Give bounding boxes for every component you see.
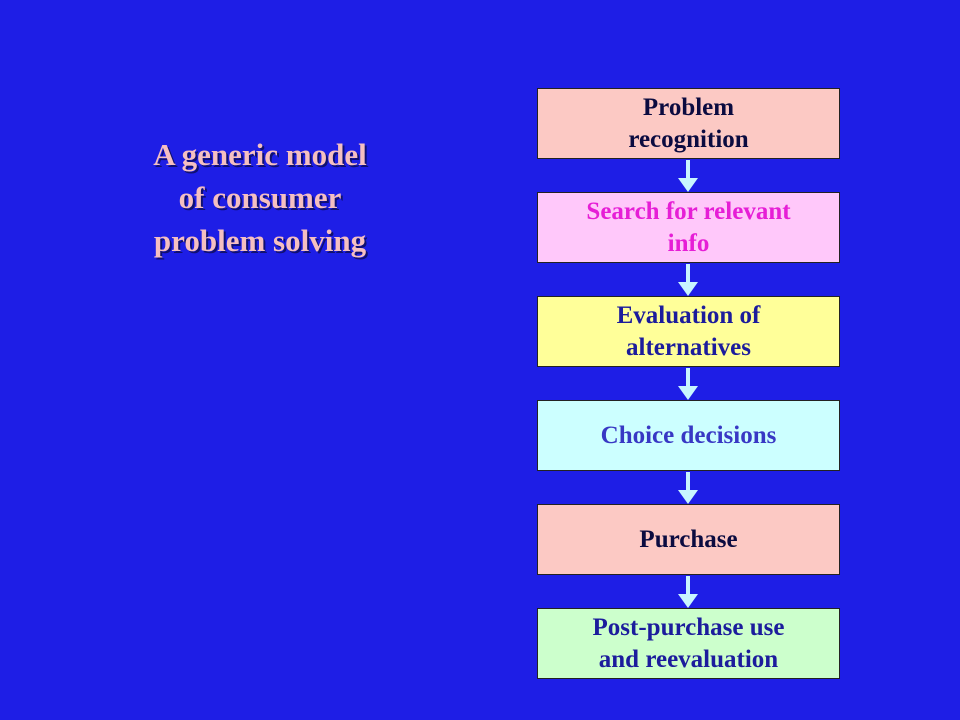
- arrow-head-icon: [678, 490, 698, 504]
- arrow-head-icon: [678, 594, 698, 608]
- arrow-head-icon: [678, 178, 698, 192]
- flow-arrow-4: [678, 472, 698, 504]
- title-line-1: A generic model: [153, 137, 367, 172]
- arrow-shaft: [686, 160, 690, 180]
- arrow-head-icon: [678, 386, 698, 400]
- step-problem-recognition: Problem recognition: [537, 88, 840, 159]
- step-label-line: and reevaluation: [598, 645, 779, 673]
- step-label-line: Purchase: [639, 525, 738, 553]
- arrow-head-icon: [678, 282, 698, 296]
- step-label-line: Search for relevant: [586, 197, 791, 225]
- step-evaluation-of-alternatives: Evaluation of alternatives: [537, 296, 840, 367]
- arrow-shaft: [686, 264, 690, 284]
- flow-arrow-3: [678, 368, 698, 400]
- step-post-purchase-use: Post-purchase use and reevaluation: [537, 608, 840, 679]
- step-search-for-info: Search for relevant info: [537, 192, 840, 263]
- step-label-line: info: [667, 229, 710, 257]
- arrow-shaft: [686, 576, 690, 596]
- flow-arrow-2: [678, 264, 698, 296]
- arrow-shaft: [686, 472, 690, 492]
- step-label-line: Evaluation of: [616, 301, 761, 329]
- step-label-line: recognition: [628, 125, 749, 153]
- step-label-line: Choice decisions: [600, 421, 777, 449]
- step-label-line: Problem: [642, 93, 735, 121]
- flow-arrow-5: [678, 576, 698, 608]
- title-line-2: of consumer: [178, 180, 342, 215]
- title-line-3: problem solving: [153, 223, 367, 258]
- step-label-line: Post-purchase use: [592, 613, 785, 641]
- arrow-shaft: [686, 368, 690, 388]
- step-choice-decisions: Choice decisions: [537, 400, 840, 471]
- diagram-title: A generic model of consumer problem solv…: [110, 133, 410, 262]
- step-label-line: alternatives: [626, 333, 751, 361]
- step-purchase: Purchase: [537, 504, 840, 575]
- flow-arrow-1: [678, 160, 698, 192]
